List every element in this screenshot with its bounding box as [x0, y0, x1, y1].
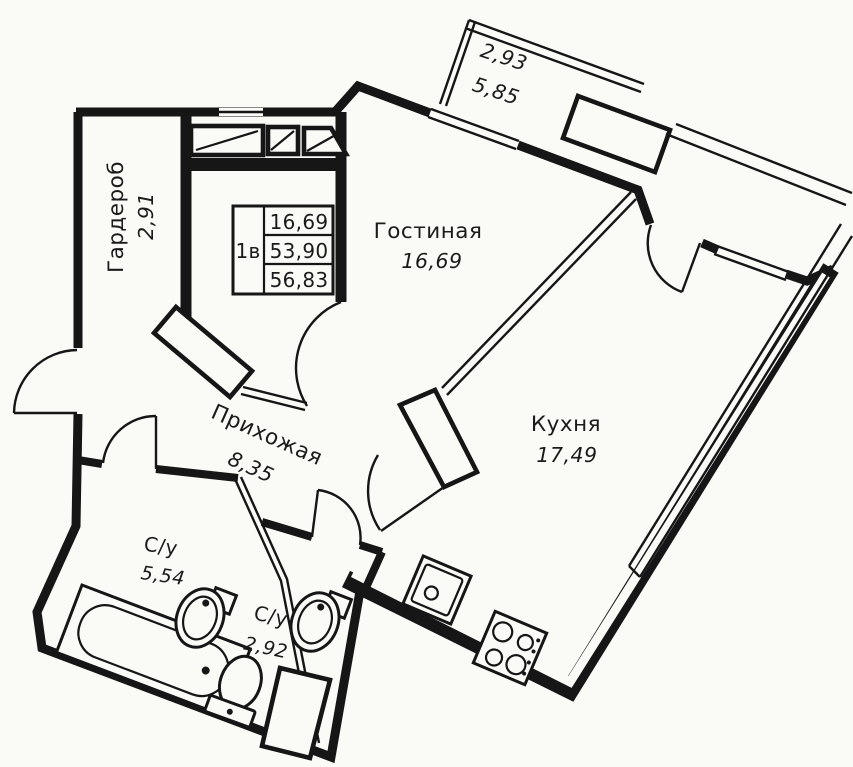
stove	[471, 609, 549, 687]
balcony-area-reduced: 2,93	[478, 38, 531, 76]
wardrobe-label: Гардероб	[104, 161, 129, 273]
kitchen-door-leaf	[380, 486, 445, 532]
entrance-door-arc	[12, 348, 78, 414]
kitchen-divider-wall	[441, 191, 632, 389]
kitchen-door-arc	[366, 454, 381, 531]
unit-residential-area: 53,90	[270, 239, 329, 263]
terrace-railing	[665, 132, 847, 207]
interior-doors	[101, 300, 445, 546]
toilet	[203, 654, 263, 729]
living-room-window	[427, 107, 520, 151]
terrace-side-railing	[627, 223, 843, 567]
hallway-pier	[150, 303, 256, 401]
unit-total-area: 56,83	[270, 268, 329, 292]
wc-sink	[289, 589, 354, 653]
wc-label: С/у	[252, 601, 290, 632]
bathroom-door-arc	[101, 414, 157, 464]
bathroom-sink	[174, 585, 239, 649]
balcony-area-full: 5,85	[470, 72, 523, 110]
wc-wall	[260, 518, 314, 541]
balcony-pier	[560, 93, 673, 175]
wc-door-arc	[317, 488, 362, 546]
bathroom-wall	[77, 456, 103, 468]
living-room-label: Гостиная	[374, 219, 483, 244]
balcony-door-leaf	[680, 242, 702, 293]
wc-door-leaf	[310, 489, 320, 538]
kitchen-sink	[400, 553, 474, 627]
bathroom-label: С/у	[142, 532, 179, 561]
kitchen-label: Кухня	[531, 412, 601, 437]
entrance-door	[12, 348, 78, 415]
unit-info-table: 1в 16,69 53,90 56,83	[231, 204, 335, 296]
bathroom-area: 5,54	[139, 562, 186, 590]
kitchen-divider-pier	[396, 387, 481, 490]
balcony-left-wall	[438, 19, 471, 105]
kitchen-area: 17,49	[536, 443, 597, 467]
balcony-door	[646, 224, 702, 294]
interior-walls	[77, 112, 637, 761]
kitchen-window	[713, 244, 790, 282]
wardrobe-area: 2,91	[134, 192, 158, 240]
living-room-door-arc	[294, 300, 342, 407]
unit-number: 1в	[235, 239, 260, 263]
balcony-door-arc	[646, 224, 683, 294]
wc-pier	[259, 665, 333, 761]
living-room-area: 16,69	[401, 249, 462, 273]
vent-shafts	[188, 123, 350, 158]
balcony	[438, 18, 853, 578]
windows	[427, 107, 790, 282]
balcony-railing	[468, 18, 645, 86]
hallway-area: 8,35	[224, 446, 277, 487]
unit-living-area: 16,69	[270, 210, 329, 234]
